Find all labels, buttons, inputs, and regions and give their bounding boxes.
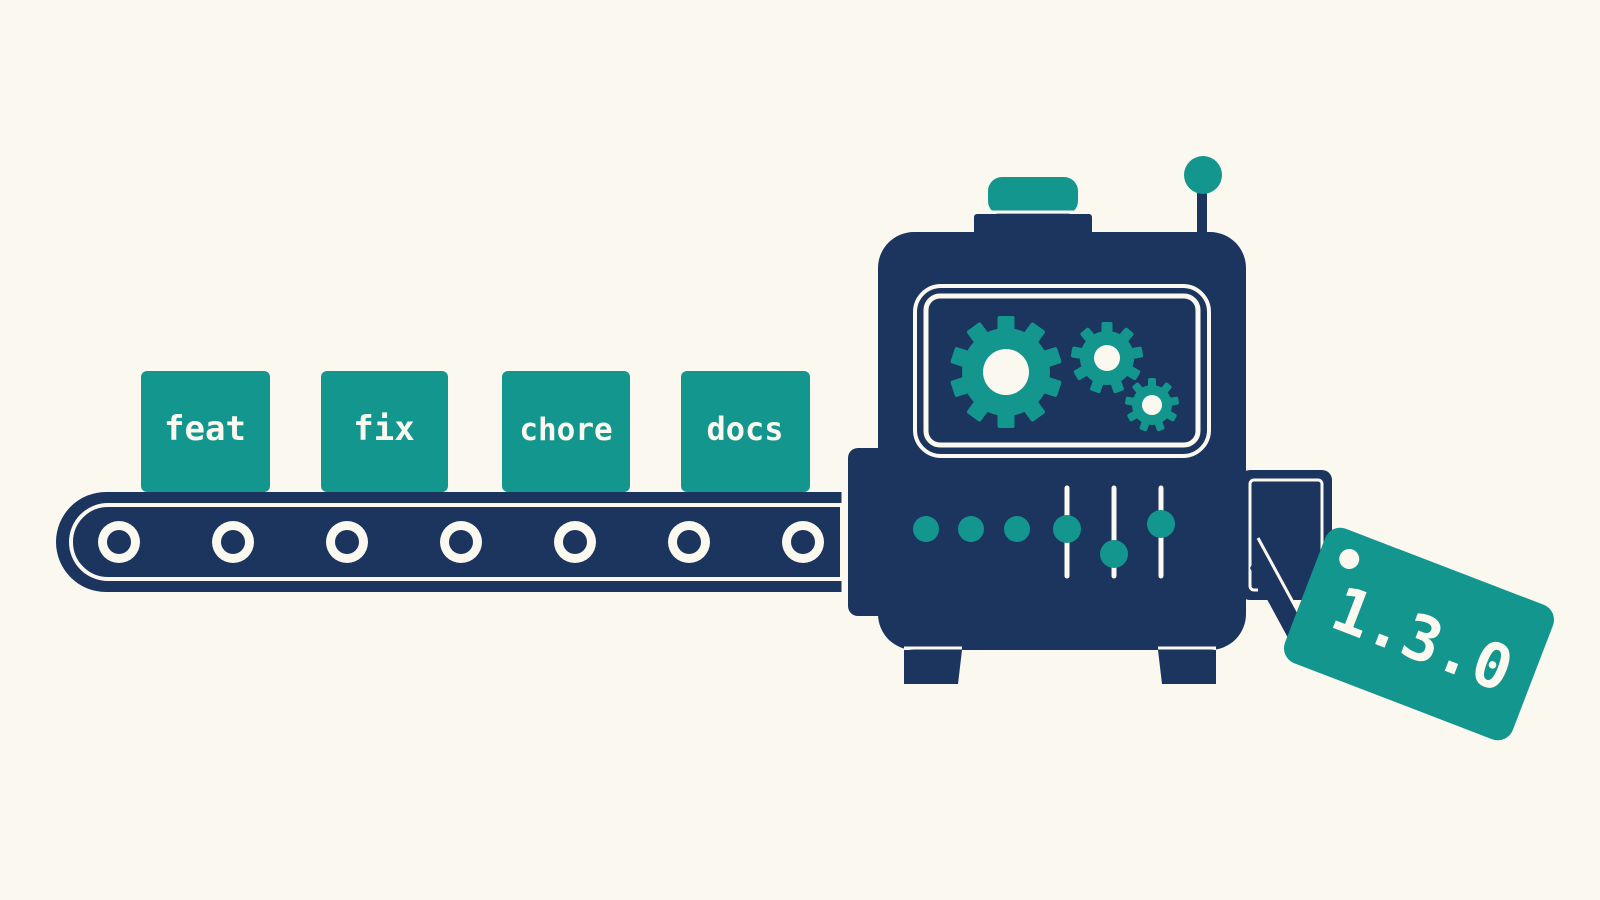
commit-box-label: chore (519, 412, 612, 448)
slider-control (1053, 485, 1081, 579)
roller-icon (326, 521, 368, 563)
commit-box-docs: docs (681, 371, 810, 492)
release-machine (878, 156, 1246, 684)
machine-top-cap (988, 177, 1078, 215)
roller-icon (440, 521, 482, 563)
commit-box-label: docs (706, 410, 783, 448)
roller-icon (212, 521, 254, 563)
gear-icon (1070, 322, 1144, 394)
commit-box-chore: chore (502, 371, 630, 492)
machine-foot-left (904, 650, 962, 684)
indicator-light (958, 516, 984, 542)
commit-box-label: fix (353, 409, 414, 449)
roller-group (98, 521, 824, 563)
slider-control (1100, 485, 1128, 579)
gear-icon (1125, 378, 1179, 432)
antenna-stem (1197, 186, 1207, 236)
indicator-light (913, 516, 939, 542)
conveyor-belt-inner-line (69, 503, 844, 581)
roller-icon (782, 521, 824, 563)
commit-box-fix: fix (321, 371, 448, 492)
machine-foot-right (1158, 650, 1216, 684)
conveyor-belt (56, 492, 844, 592)
display-window-outer (913, 284, 1211, 458)
version-tag-icon: 1.3.0 (1283, 527, 1555, 741)
roller-icon (668, 521, 710, 563)
tag-hole (1339, 549, 1360, 570)
commit-box-label: feat (164, 409, 246, 449)
machine-intake (848, 448, 880, 616)
commit-box-feat: feat (141, 371, 270, 492)
slider-control (1147, 485, 1175, 579)
roller-icon (98, 521, 140, 563)
machine-top-plate (974, 214, 1092, 236)
gear-icon (950, 316, 1062, 428)
display-window-inner (923, 293, 1201, 448)
antenna-light (1184, 156, 1222, 194)
roller-icon (554, 521, 596, 563)
indicator-light (1004, 516, 1030, 542)
